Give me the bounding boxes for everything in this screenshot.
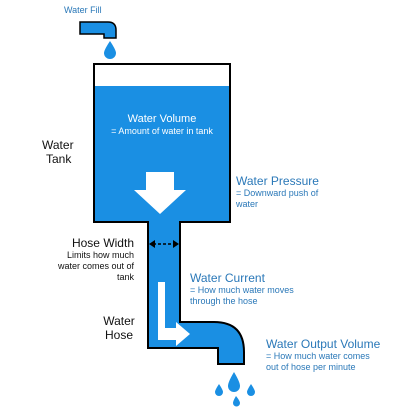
- hose-width-desc-line2: water comes out of: [57, 261, 134, 272]
- water-hose-label: Water Hose: [94, 314, 144, 343]
- hose-width-arrowhead-left: [149, 240, 155, 248]
- water-pressure-desc-line2: water: [236, 199, 259, 210]
- water-output-desc-line2: out of hose per minute: [266, 362, 356, 373]
- water-current-group: Water Current = How much water moves thr…: [190, 271, 294, 307]
- hose-width-title: Hose Width: [71, 236, 134, 250]
- hose-width-group: Hose Width Limits how much water comes o…: [34, 236, 134, 283]
- water-hose-label-line2: Hose: [104, 328, 133, 343]
- water-pressure-group: Water Pressure = Downward push of water: [236, 174, 319, 210]
- fill-pipe: [79, 21, 117, 39]
- water-pressure-desc-line1: = Downward push of: [236, 188, 319, 199]
- water-output-group: Water Output Volume = How much water com…: [266, 337, 380, 373]
- water-output-desc-line1: = How much water comes: [266, 351, 370, 362]
- hose-width-desc-line3: tank: [116, 271, 134, 282]
- output-drop-right: [247, 384, 255, 396]
- water-tank-label-line2: Tank: [46, 152, 72, 167]
- water-volume-desc: = Amount of water in tank: [111, 126, 213, 137]
- water-hose-label-line1: Water: [103, 314, 135, 328]
- water-output-title: Water Output Volume: [266, 337, 381, 351]
- output-drop-left: [215, 384, 223, 396]
- hose-width-arrowhead-right: [173, 240, 179, 248]
- water-volume-title: Water Volume: [127, 113, 197, 125]
- water-current-desc-line1: = How much water moves: [190, 285, 294, 296]
- water-tank-label-line1: Water: [42, 138, 74, 152]
- fill-water-drop: [104, 41, 116, 59]
- output-drop-center: [228, 372, 240, 392]
- water-volume-group: Water Volume = Amount of water in tank: [95, 113, 229, 137]
- water-fill-label: Water Fill: [64, 5, 102, 15]
- water-current-title: Water Current: [190, 271, 265, 285]
- pressure-arrow: [134, 172, 186, 214]
- current-arrow: [158, 282, 190, 346]
- water-tank-label: Water Tank: [42, 138, 74, 167]
- water-pressure-title: Water Pressure: [236, 174, 319, 188]
- water-current-desc-line2: through the hose: [190, 296, 258, 307]
- output-drop-bottom: [233, 396, 240, 407]
- hose-width-desc-line1: Limits how much: [66, 250, 134, 261]
